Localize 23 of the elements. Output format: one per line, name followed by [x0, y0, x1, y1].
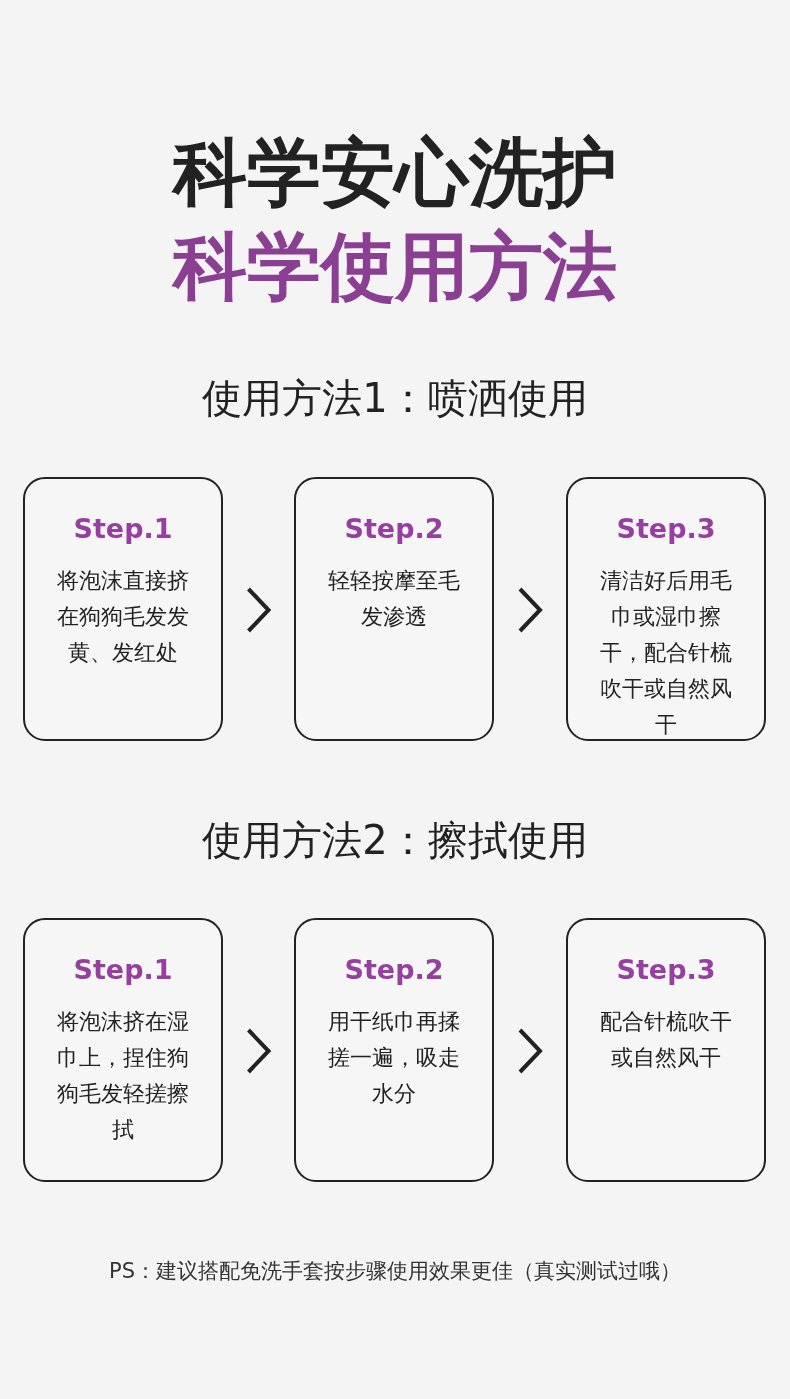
step-description: 将泡沫直接挤在狗狗毛发发黄、发红处 — [56, 567, 190, 667]
step-card — [23, 477, 223, 741]
step-label: Step.2 — [343, 956, 445, 983]
step-card — [566, 918, 766, 1182]
step-description: 轻轻按摩至毛发渗透 — [327, 567, 461, 631]
step-description: 将泡沫挤在湿巾上，捏住狗狗毛发轻搓擦拭 — [56, 1008, 190, 1144]
step-label: Step.1 — [72, 515, 174, 542]
step-label: Step.1 — [72, 956, 174, 983]
step-label: Step.2 — [343, 515, 445, 542]
step-description: 配合针梳吹干或自然风干 — [599, 1008, 733, 1072]
section-heading: 使用方法1：喷洒使用 — [201, 378, 589, 418]
step-card — [566, 477, 766, 741]
step-card — [23, 918, 223, 1182]
title: 科学安心洗护 — [170, 135, 618, 209]
subtitle: 科学使用方法 — [170, 229, 618, 303]
step-description: 用干纸巾再揉搓一遍，吸走水分 — [327, 1008, 461, 1108]
step-card — [294, 477, 494, 741]
step-card — [294, 918, 494, 1182]
step-description: 清洁好后用毛巾或湿巾擦干，配合针梳吹干或自然风干 — [599, 567, 733, 739]
step-label: Step.3 — [615, 956, 717, 983]
section-heading: 使用方法2：擦拭使用 — [201, 820, 589, 860]
step-label: Step.3 — [615, 515, 717, 542]
note: PS：建议搭配免洗手套按步骤使用效果更佳（真实测试过哦） — [108, 1258, 682, 1285]
